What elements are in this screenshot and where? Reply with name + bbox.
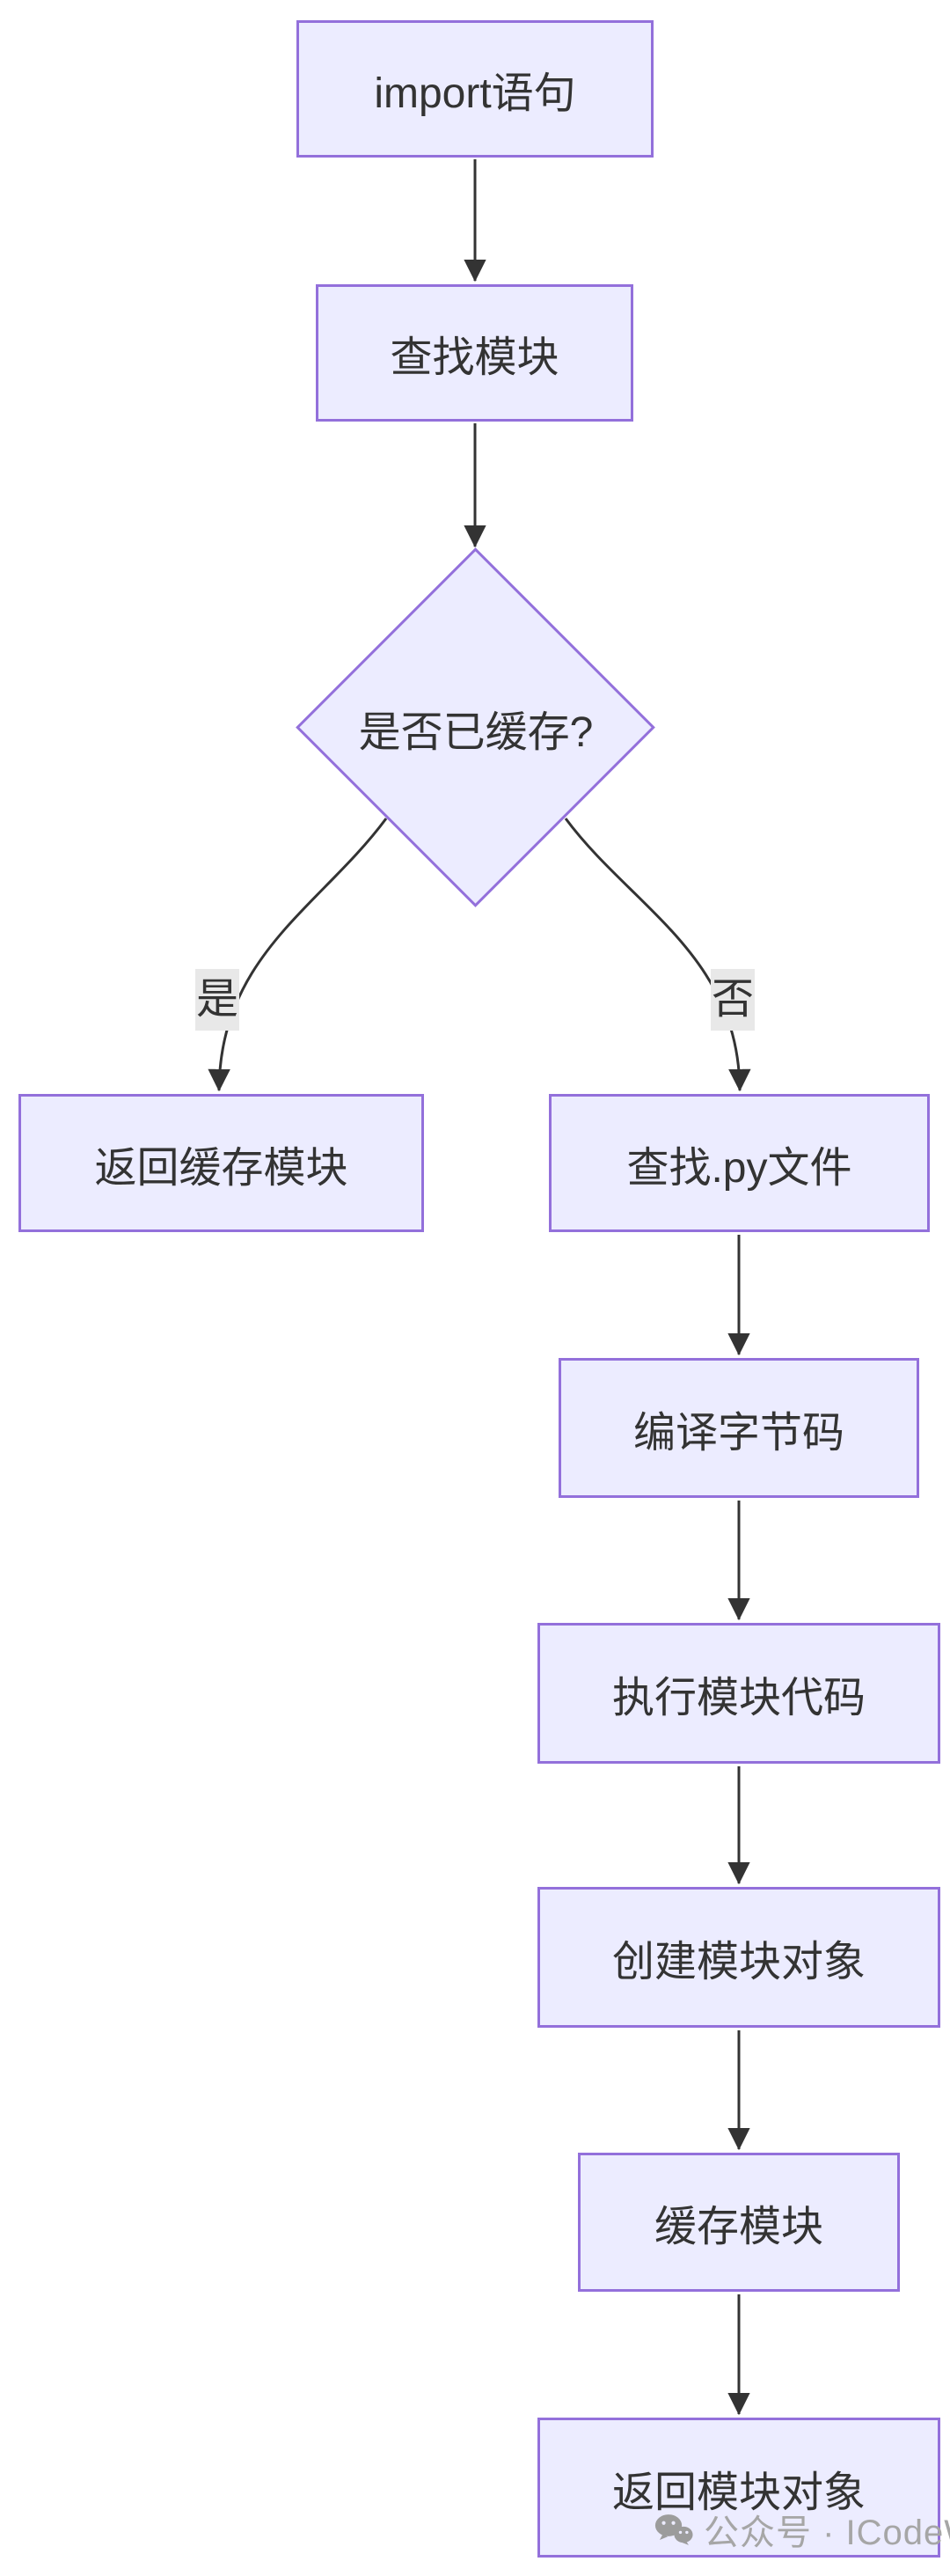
node-label: 缓存模块 <box>654 2204 823 2250</box>
node-return-cached-module: 返回缓存模块 <box>18 1094 424 1232</box>
node-import-statement: import语句 <box>296 20 654 158</box>
edge-yes-to-return-cached <box>208 818 388 1092</box>
node-find-py-file: 查找.py文件 <box>549 1094 930 1232</box>
edge-label-text: 是 <box>196 976 239 1023</box>
node-compile-bytecode: 编译字节码 <box>559 1358 919 1498</box>
node-return-module-object: 返回模块对象 <box>537 2418 940 2558</box>
node-label: import语句 <box>374 70 576 117</box>
node-find-module: 查找模块 <box>316 284 633 422</box>
node-label: 创建模块对象 <box>611 1939 866 1985</box>
node-label: 执行模块代码 <box>611 1675 866 1721</box>
node-label: 是否已缓存? <box>358 709 594 756</box>
watermark-text: 公众号 · ICodeWR <box>704 2514 950 2552</box>
node-execute-module-code: 执行模块代码 <box>537 1623 940 1764</box>
node-label: 查找模块 <box>390 334 559 381</box>
node-label: 编译字节码 <box>632 1409 844 1457</box>
node-label: 返回缓存模块 <box>94 1144 348 1192</box>
edge-label-yes: 是 <box>195 969 240 1031</box>
wechat-icon <box>654 2514 693 2545</box>
node-cache-check: 是否已缓存? <box>344 703 608 756</box>
node-label: 返回模块对象 <box>611 2469 866 2516</box>
edge-label-no: 否 <box>711 969 756 1031</box>
node-create-module-object: 创建模块对象 <box>537 1887 940 2028</box>
edge-no-to-find-py <box>564 818 751 1092</box>
node-label: 查找.py文件 <box>626 1144 852 1192</box>
watermark: 公众号 · ICodeWR <box>654 2509 950 2552</box>
node-cache-module: 缓存模块 <box>578 2153 900 2292</box>
edge-label-text: 否 <box>712 976 755 1023</box>
